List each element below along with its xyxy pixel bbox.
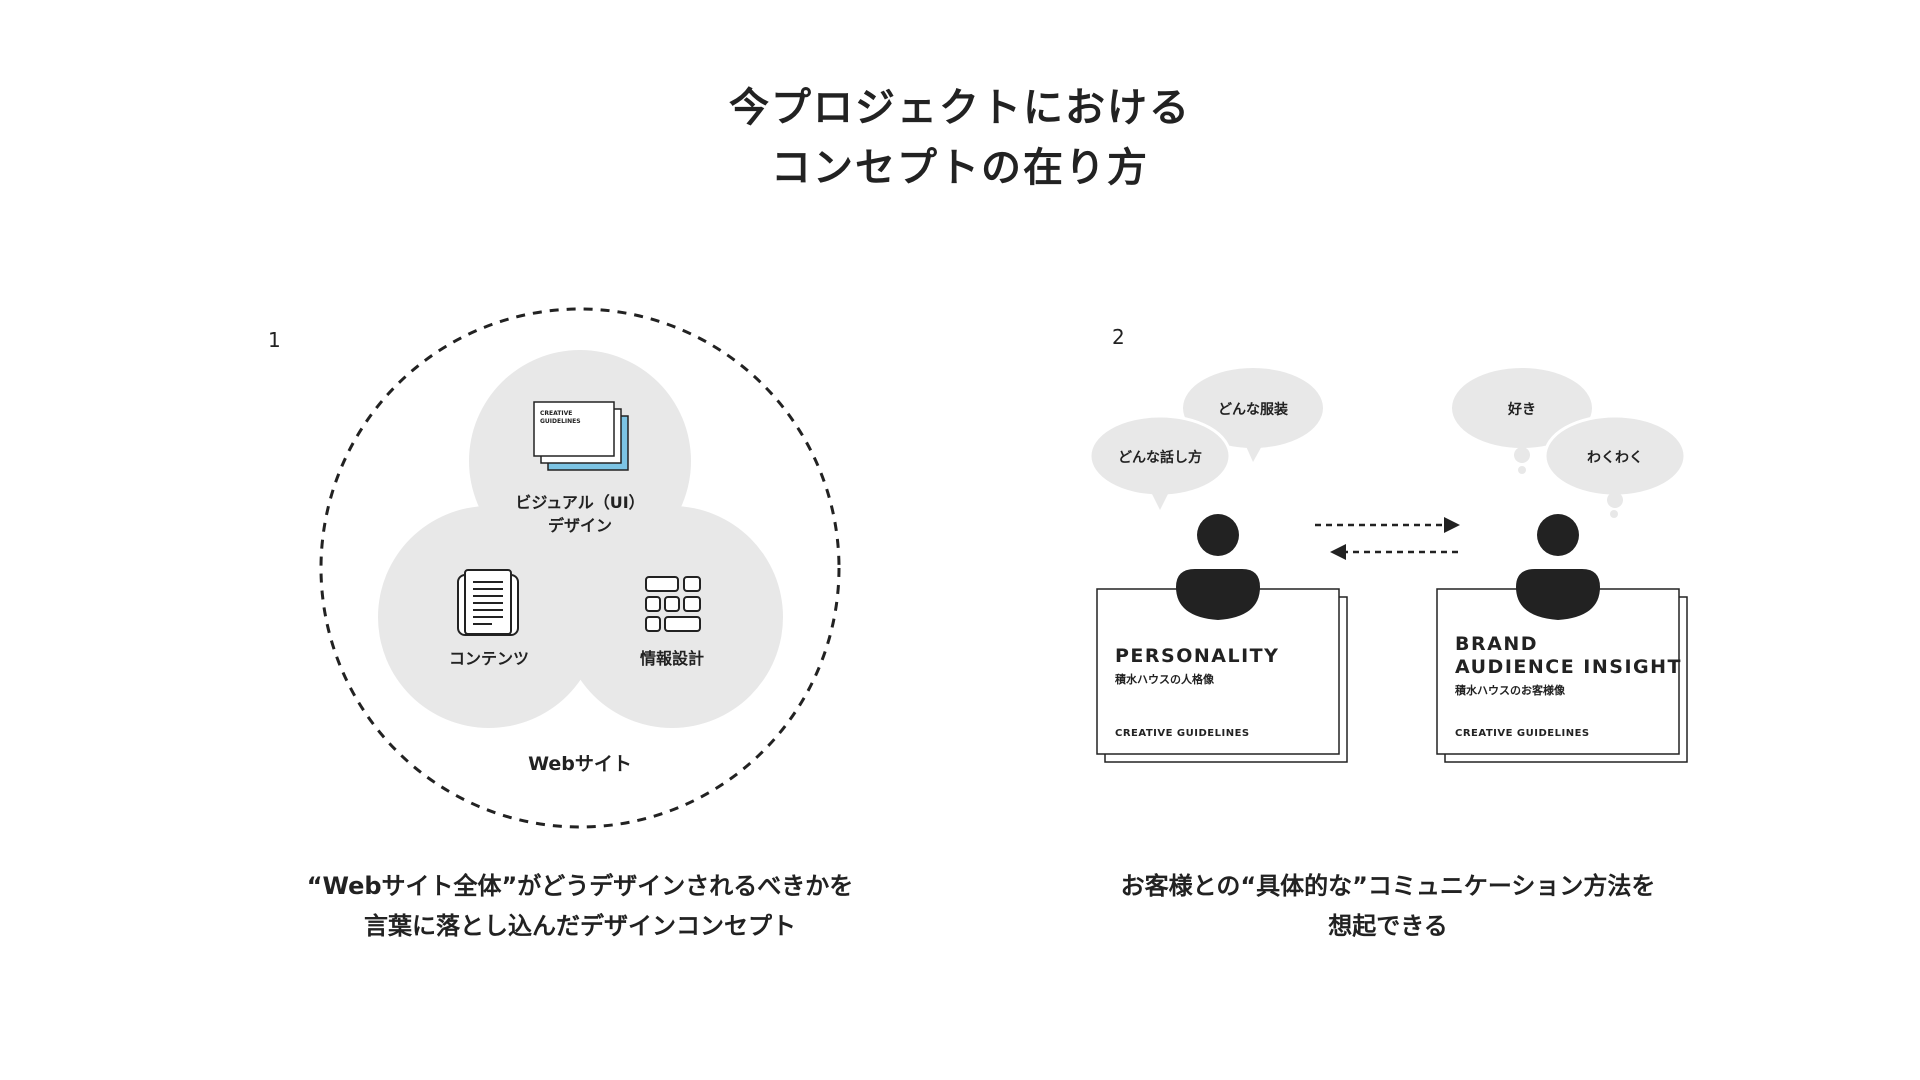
- thought-bubble-excited: わくわく: [1543, 414, 1687, 518]
- arrow-right-icon: [1315, 517, 1460, 533]
- audience-title-line2: AUDIENCE INSIGHT: [1455, 656, 1682, 678]
- bubble-text-like: 好き: [1507, 401, 1536, 418]
- panel-communication: 2 どんな服装 どんな話し方 好き わくわく: [1088, 325, 1688, 763]
- article-icon: [457, 569, 519, 636]
- caption-1-line2: 言葉に落とし込んだデザインコンセプト: [364, 912, 796, 940]
- audience-footer: CREATIVE GUIDELINES: [1455, 728, 1590, 739]
- arrow-left-icon: [1330, 544, 1458, 560]
- page-title: 今プロジェクトにおける コンセプトの在り方: [0, 78, 1920, 198]
- information-architecture-label: 情報設計: [640, 649, 704, 668]
- panel-number-1: 1: [268, 328, 281, 352]
- personality-title: PERSONALITY: [1115, 645, 1279, 667]
- website-label: Webサイト: [528, 753, 632, 775]
- card-text-line1: CREATIVE: [540, 410, 572, 417]
- bubble-text-clothing: どんな服装: [1218, 401, 1289, 418]
- speech-bubble-clothing: どんな服装: [1183, 368, 1323, 462]
- speech-bubble-speaking: どんな話し方: [1088, 414, 1232, 510]
- document-stack-icon: CREATIVE GUIDELINES: [533, 401, 629, 471]
- panel-number-2: 2: [1112, 325, 1125, 349]
- visual-design-label-line2: デザイン: [548, 516, 612, 535]
- caption-2-line1: お客様との“具体的な”コミュニケーション方法を: [1120, 872, 1656, 900]
- contents-label: コンテンツ: [449, 649, 529, 668]
- panel-website-concept: 1 CREATIVE GUIDELINES ビジュアル（UI） デザイン: [268, 307, 841, 829]
- person-icon: [1516, 514, 1600, 620]
- thought-bubble-like: 好き: [1452, 368, 1592, 474]
- caption-panel-1: “Webサイト全体”がどうデザインされるべきかを 言葉に落とし込んだデザインコン…: [220, 866, 940, 946]
- person-icon: [1176, 514, 1260, 620]
- website-dashed-circle: [319, 307, 841, 829]
- card-text-line2: GUIDELINES: [540, 418, 581, 425]
- caption-panel-2: お客様との“具体的な”コミュニケーション方法を 想起できる: [1028, 866, 1748, 946]
- audience-subtitle: 積水ハウスのお客様像: [1454, 683, 1566, 697]
- caption-2-line2: 想起できる: [1328, 912, 1448, 940]
- page-title-line1: 今プロジェクトにおける: [729, 85, 1191, 131]
- page-title-line2: コンセプトの在り方: [771, 145, 1149, 191]
- grid-layout-icon: [645, 576, 701, 632]
- bubble-text-speaking: どんな話し方: [1118, 449, 1202, 466]
- bubble-text-excited: わくわく: [1587, 450, 1643, 466]
- caption-1-line1: “Webサイト全体”がどうデザインされるべきかを: [306, 872, 854, 900]
- personality-footer: CREATIVE GUIDELINES: [1115, 728, 1250, 739]
- audience-title-line1: BRAND: [1455, 633, 1538, 655]
- visual-design-label-line1: ビジュアル（UI）: [515, 493, 644, 512]
- personality-subtitle: 積水ハウスの人格像: [1114, 672, 1215, 686]
